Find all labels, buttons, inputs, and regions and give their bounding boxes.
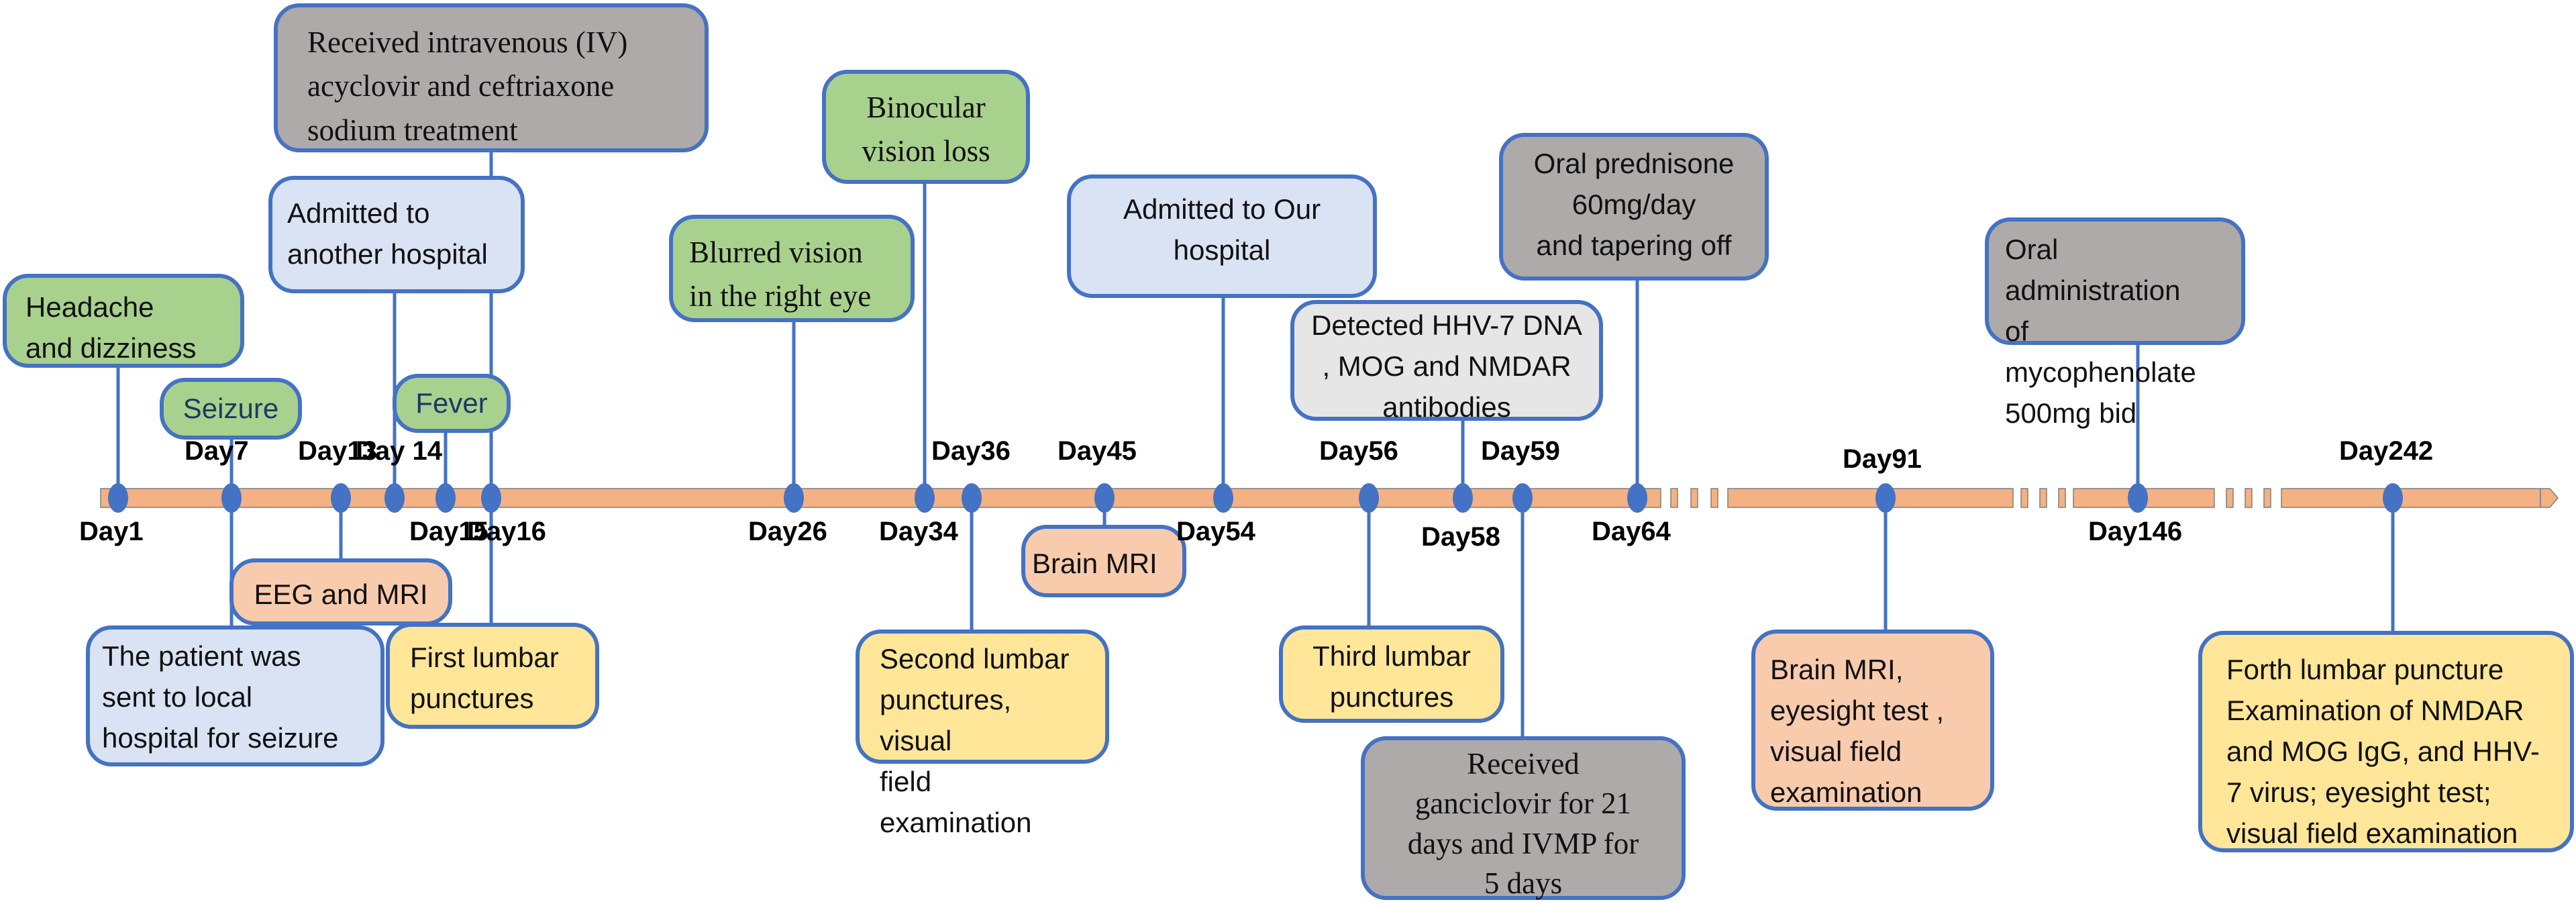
axis-segment xyxy=(1670,488,1678,508)
marker-day-59 xyxy=(1512,483,1533,513)
event-brain-mri-91: Brain MRI, eyesight test , visual field … xyxy=(1751,630,1994,811)
day-label: Day242 xyxy=(2339,436,2434,466)
marker-day-13 xyxy=(331,483,351,513)
marker-day-45 xyxy=(1094,483,1115,513)
event-ganciclovir: Received ganciclovir for 21 days and IVM… xyxy=(1361,736,1686,900)
day-label: Day34 xyxy=(879,517,958,546)
axis-segment xyxy=(2245,488,2253,508)
marker-day-36 xyxy=(962,483,982,513)
day-label: Day13 xyxy=(298,436,377,466)
axis-segment xyxy=(2226,488,2234,508)
day-label: Day36 xyxy=(931,436,1011,466)
day-label: Day26 xyxy=(748,517,827,546)
event-another-hospital: Admitted to another hospital xyxy=(268,176,525,293)
marker-day-56 xyxy=(1359,483,1379,513)
axis-segment xyxy=(1690,488,1698,508)
event-fever: Fever xyxy=(393,374,511,433)
event-blurred-vision: Blurred vision in the right eye xyxy=(669,215,915,322)
day-label: Day45 xyxy=(1058,436,1137,466)
marker-day-16 xyxy=(481,483,501,513)
event-third-lp: Third lumbar punctures xyxy=(1279,625,1504,723)
event-iv-acyclovir: Received intravenous (IV) acyclovir and … xyxy=(274,3,709,152)
axis-segment xyxy=(100,488,1661,508)
day-label: Day 14 xyxy=(356,436,442,466)
day-label: Day16 xyxy=(467,517,546,546)
day-label: Day58 xyxy=(1421,522,1500,552)
event-brain-mri-45: Brain MRI xyxy=(1021,525,1186,597)
event-local-hospital: The patient was sent to local hospital f… xyxy=(86,625,384,766)
marker-day-54 xyxy=(1213,483,1233,513)
axis-segment xyxy=(1727,488,2014,508)
day-label: Day56 xyxy=(1319,436,1398,466)
axis-segment xyxy=(2020,488,2028,508)
day-label: Day1 xyxy=(79,517,144,546)
marker-day-14 xyxy=(384,483,405,513)
axis-segment xyxy=(2263,488,2271,508)
day-label: Day7 xyxy=(185,436,249,466)
event-fourth-lp: Forth lumbar puncture Examination of NMD… xyxy=(2198,631,2574,852)
axis-arrow-icon xyxy=(2540,488,2559,508)
axis-segment xyxy=(2281,488,2541,508)
marker-day-15 xyxy=(435,483,456,513)
day-label: Day54 xyxy=(1176,517,1255,546)
event-first-lp: First lumbar punctures xyxy=(386,623,599,729)
event-mycophenolate: Oral administration of mycophenolate 500… xyxy=(1985,217,2245,429)
marker-day-34 xyxy=(915,483,935,513)
event-hhv7-detected: Detected HHV-7 DNA , MOG and NMDAR antib… xyxy=(1290,300,1603,423)
day-label: Day59 xyxy=(1481,436,1560,466)
event-prednisone: Oral prednisone 60mg/day and tapering of… xyxy=(1499,133,1769,281)
marker-day-1 xyxy=(108,483,128,513)
event-eeg-mri: EEG and MRI xyxy=(229,558,452,625)
event-seizure: Seizure xyxy=(160,378,302,440)
axis-segment xyxy=(2058,488,2066,508)
axis-segment xyxy=(1710,488,1718,508)
axis-segment xyxy=(2039,488,2047,508)
marker-day-146 xyxy=(2128,483,2148,513)
marker-day-26 xyxy=(784,483,804,513)
marker-day-91 xyxy=(1875,483,1896,513)
event-headache: Headache and dizziness xyxy=(3,274,244,368)
day-label: Day15 xyxy=(409,517,488,546)
day-label: Day146 xyxy=(2088,517,2183,546)
event-binocular-loss: Binocular vision loss xyxy=(822,70,1030,184)
day-label: Day64 xyxy=(1592,517,1671,546)
event-our-hospital: Admitted to Our hospital xyxy=(1067,174,1377,298)
marker-day-64 xyxy=(1627,483,1647,513)
marker-day-7 xyxy=(221,483,242,513)
event-second-lp: Second lumbar punctures, visual field ex… xyxy=(856,630,1109,838)
marker-day-242 xyxy=(2383,483,2403,513)
day-label: Day91 xyxy=(1843,444,1922,474)
marker-day-58 xyxy=(1453,483,1473,513)
